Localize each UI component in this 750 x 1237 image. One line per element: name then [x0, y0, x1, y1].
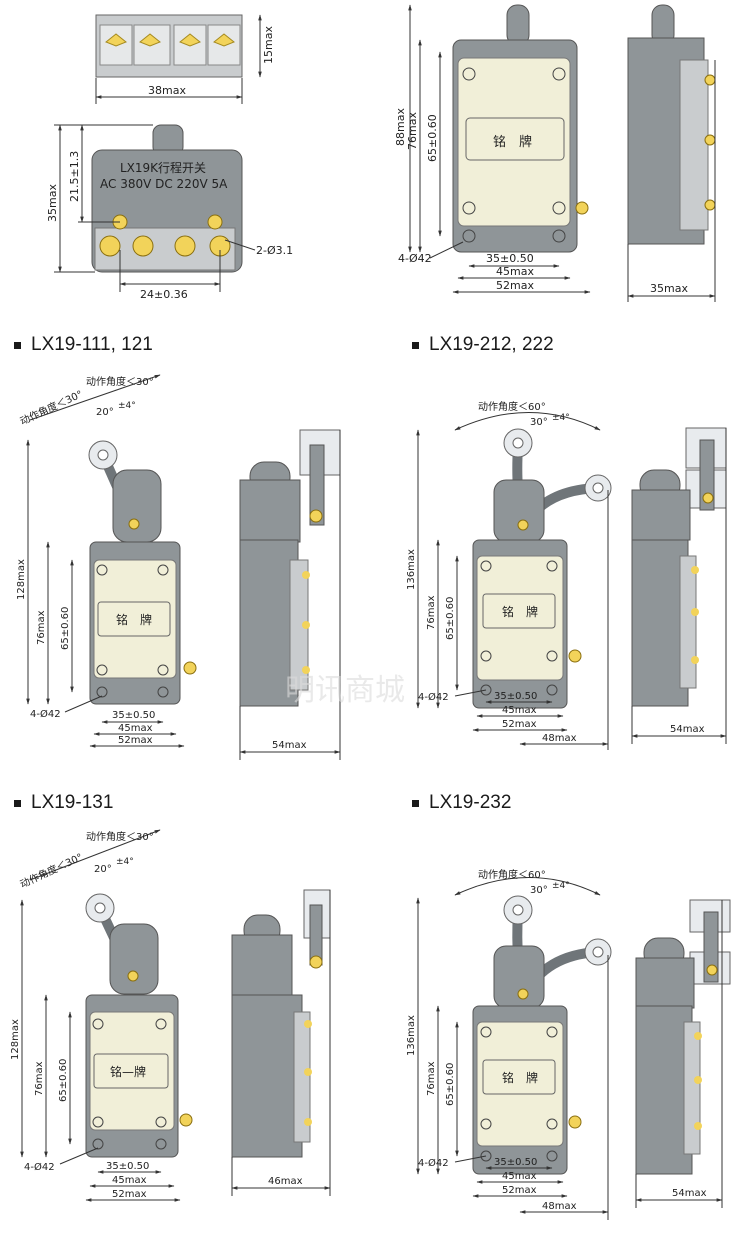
s4-dim-45: 45max	[502, 1171, 537, 1182]
s1-holes: 4-Ø42	[30, 708, 61, 720]
s1-angle-left: 动作角度＜30°	[18, 387, 85, 427]
dim-35max-side: 35max	[650, 282, 688, 295]
s3-dim-52: 52max	[112, 1189, 147, 1200]
s2-dim-52: 52max	[502, 719, 537, 730]
s3-side-view: 46max	[231, 889, 331, 1196]
s2-angle: 动作角度＜60°	[478, 400, 546, 413]
s3-dim-128: 128max	[10, 1019, 21, 1060]
s2-deg30: 30°	[530, 417, 548, 428]
s2-dim-45: 45max	[502, 705, 537, 716]
s2-side-view: 54max	[631, 427, 727, 744]
bullet-square-icon	[412, 799, 419, 807]
dim-88max: 88max	[394, 108, 407, 146]
s3-deg20: 20°	[94, 864, 112, 875]
s1-dim-45: 45max	[118, 723, 153, 734]
s2-side-dim: 54max	[670, 724, 705, 735]
bullet-square-icon	[412, 341, 419, 349]
s1-plate: 铭 牌	[116, 612, 152, 627]
watermark: 明讯商城	[285, 673, 405, 708]
s2-holes: 4-Ø42	[418, 691, 449, 703]
head-label-1: LX19K行程开关	[120, 160, 206, 175]
s3-side-dim: 46max	[268, 1176, 303, 1187]
dim-45-top: 45max	[496, 265, 534, 278]
s3-angle-left: 动作角度＜30°	[18, 850, 85, 890]
s4-dim-65: 65±0.60	[445, 1063, 456, 1106]
s4-plate: 铭 牌	[502, 1070, 538, 1085]
s3-dim-35: 35±0.50	[106, 1161, 149, 1172]
s4-dim-35: 35±0.50	[494, 1157, 537, 1168]
s2-front-view: 动作角度＜60° 30° ±4° 铭 牌 136max 76max 65±0.6…	[406, 400, 612, 750]
dim-24: 24±0.36	[140, 288, 188, 301]
s2-tol: ±4°	[552, 413, 570, 423]
s3-dim-45: 45max	[112, 1175, 147, 1186]
dim-35max-head: 35max	[46, 184, 59, 222]
s3-angle-right: 动作角度＜30°	[86, 830, 154, 843]
s3-front-view: 动作角度＜30° 动作角度＜30° 20° ±4° 铭—牌 128max 76m…	[10, 829, 193, 1202]
section-title-3: LX19-131	[14, 792, 113, 814]
s4-tol: ±4°	[552, 881, 570, 891]
s1-dim-65: 65±0.60	[60, 607, 71, 650]
section-title-1: LX19-111, 121	[14, 334, 153, 356]
dim-52-top: 52max	[496, 279, 534, 292]
s3-plate: 铭—牌	[110, 1064, 146, 1079]
dim-38max: 38max	[148, 84, 186, 97]
section-4-label: LX19-232	[429, 792, 512, 813]
bullet-square-icon	[14, 799, 21, 807]
section-title-2: LX19-212, 222	[412, 334, 554, 356]
s1-tol: ±4°	[118, 401, 136, 411]
dim-76max: 76max	[406, 112, 419, 150]
dim-35-top: 35±0.50	[486, 252, 534, 265]
s3-dim-65: 65±0.60	[58, 1059, 69, 1102]
s1-dim-76: 76max	[36, 610, 47, 645]
bullet-square-icon	[14, 341, 21, 349]
dim-2-holes: 2-Ø3.1	[256, 244, 293, 257]
s1-side-dim: 54max	[272, 740, 307, 751]
section-1-label: LX19-111, 121	[31, 334, 153, 355]
s4-side-dim: 54max	[672, 1188, 707, 1199]
dim-21-5: 21.5±1.3	[68, 151, 81, 202]
s2-dim-35: 35±0.50	[494, 691, 537, 702]
section-3-label: LX19-131	[31, 792, 114, 813]
s1-angle-right: 动作角度＜30°	[86, 375, 154, 388]
terminal-block-view: 38max 15max	[95, 14, 275, 104]
s3-tol: ±4°	[116, 857, 134, 867]
s4-side-view: 54max	[635, 899, 731, 1208]
s4-front-view: 动作角度＜60° 30° ±4° 铭 牌 136max 76max 65±0.6…	[406, 868, 612, 1220]
s3-holes: 4-Ø42	[24, 1161, 55, 1173]
head-view: LX19K行程开关 AC 380V DC 220V 5A 35max 21.5±…	[46, 124, 293, 301]
s2-dim-48: 48max	[542, 733, 577, 744]
s1-dim-35: 35±0.50	[112, 710, 155, 721]
s4-dim-52: 52max	[502, 1185, 537, 1196]
s2-dim-76: 76max	[426, 595, 437, 630]
holes-base: 4-Ø42	[398, 252, 432, 265]
base-switch-front: 铭 牌 88max 76max 65±0.60 4-Ø42 35±0.50 45…	[394, 4, 591, 294]
section-2-label: LX19-212, 222	[429, 334, 554, 355]
s2-dim-136: 136max	[406, 549, 417, 590]
s1-front-view: 动作角度＜30° 动作角度＜30° 20° ±4° 铭 牌 128max 76m…	[16, 374, 197, 748]
s2-plate: 铭 牌	[502, 604, 538, 619]
s4-deg30: 30°	[530, 885, 548, 896]
s4-angle: 动作角度＜60°	[478, 868, 546, 881]
dim-15max: 15max	[262, 26, 275, 64]
s4-dim-136: 136max	[406, 1015, 417, 1056]
s1-dim-128: 128max	[16, 559, 27, 600]
s2-dim-65: 65±0.60	[445, 597, 456, 640]
s3-dim-76: 76max	[34, 1061, 45, 1096]
s1-side-view: 54max	[239, 429, 341, 760]
s4-dim-76: 76max	[426, 1061, 437, 1096]
s4-dim-48: 48max	[542, 1201, 577, 1212]
base-plate: 铭 牌	[493, 134, 532, 150]
s4-holes: 4-Ø42	[418, 1157, 449, 1169]
section-title-4: LX19-232	[412, 792, 511, 814]
dim-65: 65±0.60	[426, 114, 439, 162]
head-label-2: AC 380V DC 220V 5A	[100, 177, 228, 191]
s1-deg20: 20°	[96, 407, 114, 418]
base-switch-side: 35max	[627, 4, 716, 302]
s1-dim-52: 52max	[118, 735, 153, 746]
